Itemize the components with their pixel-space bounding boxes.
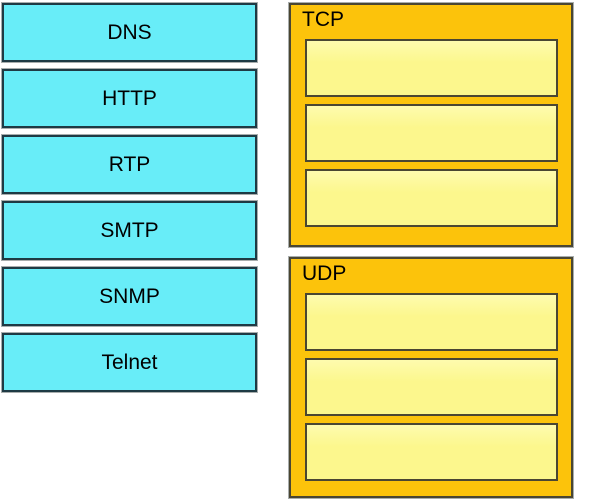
drop-group-title: TCP [302, 8, 344, 31]
drop-slot-udp-1[interactable] [305, 293, 558, 351]
drag-item-snmp[interactable]: SNMP [1, 266, 258, 327]
drop-group-title: UDP [302, 262, 347, 285]
drop-slot-tcp-1[interactable] [305, 39, 558, 97]
drag-item-label: DNS [107, 20, 152, 44]
drag-item-label: SMTP [100, 218, 159, 242]
drag-item-label: HTTP [102, 86, 157, 110]
drag-item-label: RTP [108, 152, 151, 176]
drag-item-dns[interactable]: DNS [1, 2, 258, 63]
drag-item-smtp[interactable]: SMTP [1, 200, 258, 261]
drop-group-tcp: TCP [288, 2, 574, 248]
drag-item-http[interactable]: HTTP [1, 68, 258, 129]
drag-item-rtp[interactable]: RTP [1, 134, 258, 195]
drag-item-label: SNMP [99, 284, 160, 308]
drop-slot-udp-3[interactable] [305, 423, 558, 481]
drop-group-udp: UDP [288, 256, 574, 499]
drag-item-telnet[interactable]: Telnet [1, 332, 258, 393]
drop-slot-tcp-2[interactable] [305, 104, 558, 162]
drag-item-label: Telnet [101, 350, 158, 374]
drop-slot-udp-2[interactable] [305, 358, 558, 416]
drop-slot-tcp-3[interactable] [305, 169, 558, 227]
